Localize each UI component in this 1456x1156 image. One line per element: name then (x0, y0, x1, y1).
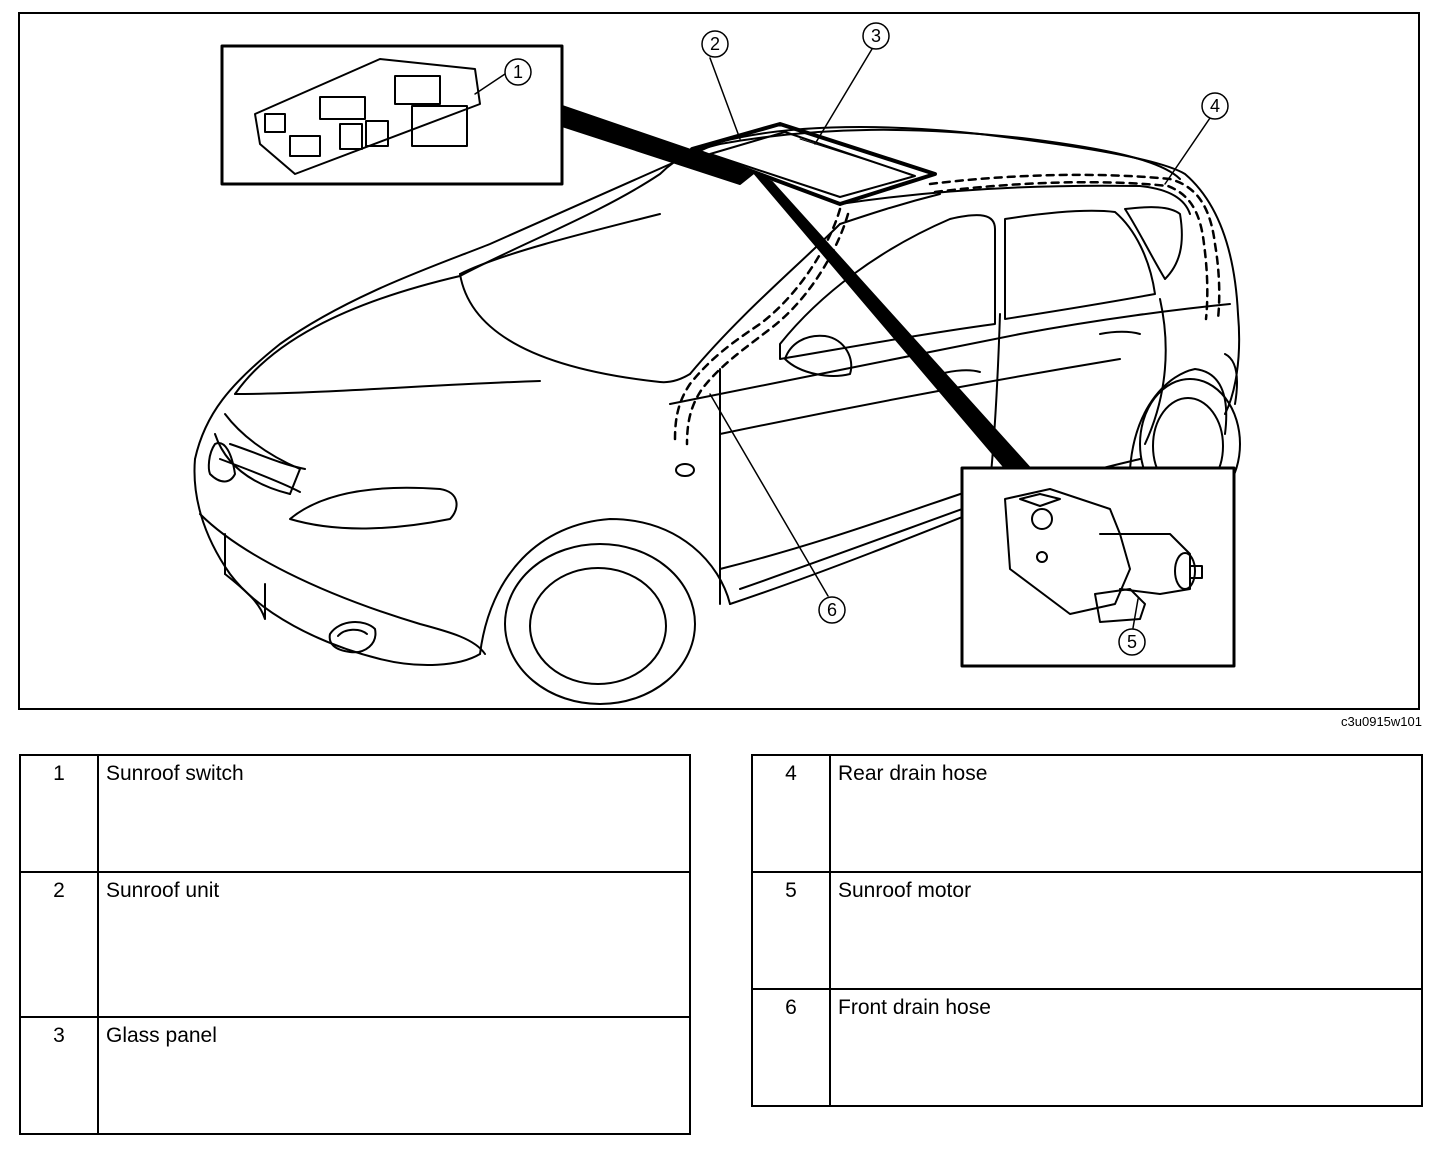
legend-number: 3 (19, 1016, 99, 1135)
callout-5: 5 (1127, 632, 1137, 652)
callout-4: 4 (1210, 96, 1220, 116)
legend-label: Glass panel (97, 1016, 691, 1135)
motor-pointer (754, 173, 1031, 469)
callout-3: 3 (871, 26, 881, 46)
legend-label: Sunroof switch (97, 754, 691, 873)
callout-circles (504, 22, 1229, 656)
legend-label: Front drain hose (829, 988, 1423, 1107)
legend-number: 4 (751, 754, 831, 873)
legend-number: 2 (19, 871, 99, 1018)
car-diagram: 1 2 3 4 5 6 (193, 22, 1241, 705)
legend-table-right: 4 Rear drain hose 5 Sunroof motor 6 Fron… (751, 754, 1423, 1107)
figure-code: c3u0915w101 (1341, 714, 1422, 729)
legend-number: 5 (751, 871, 831, 990)
legend-number: 6 (751, 988, 831, 1107)
diagram-frame: 1 2 3 4 5 6 (18, 12, 1420, 710)
legend-label: Sunroof motor (829, 871, 1423, 990)
legend-label: Sunroof unit (97, 871, 691, 1018)
legend-row: 4 Rear drain hose (751, 754, 1423, 873)
legend-number: 1 (19, 754, 99, 873)
callout-2: 2 (710, 34, 720, 54)
legend-row: 5 Sunroof motor (751, 871, 1423, 990)
motor-inset (960, 466, 1236, 668)
callout-1: 1 (513, 62, 523, 82)
drain-hoses (673, 173, 1221, 446)
legend-row: 2 Sunroof unit (19, 871, 691, 1018)
callout-leaders (474, 48, 1211, 629)
legend-row: 6 Front drain hose (751, 988, 1423, 1107)
sunroof-unit-drawing (690, 122, 937, 206)
legend-row: 1 Sunroof switch (19, 754, 691, 873)
legend-row: 3 Glass panel (19, 1016, 691, 1135)
callout-6: 6 (827, 600, 837, 620)
switch-pointer (561, 105, 756, 185)
legend-label: Rear drain hose (829, 754, 1423, 873)
callout-numbers: 1 2 3 4 5 6 (513, 26, 1220, 652)
legend-table-left: 1 Sunroof switch 2 Sunroof unit 3 Glass … (19, 754, 691, 1135)
